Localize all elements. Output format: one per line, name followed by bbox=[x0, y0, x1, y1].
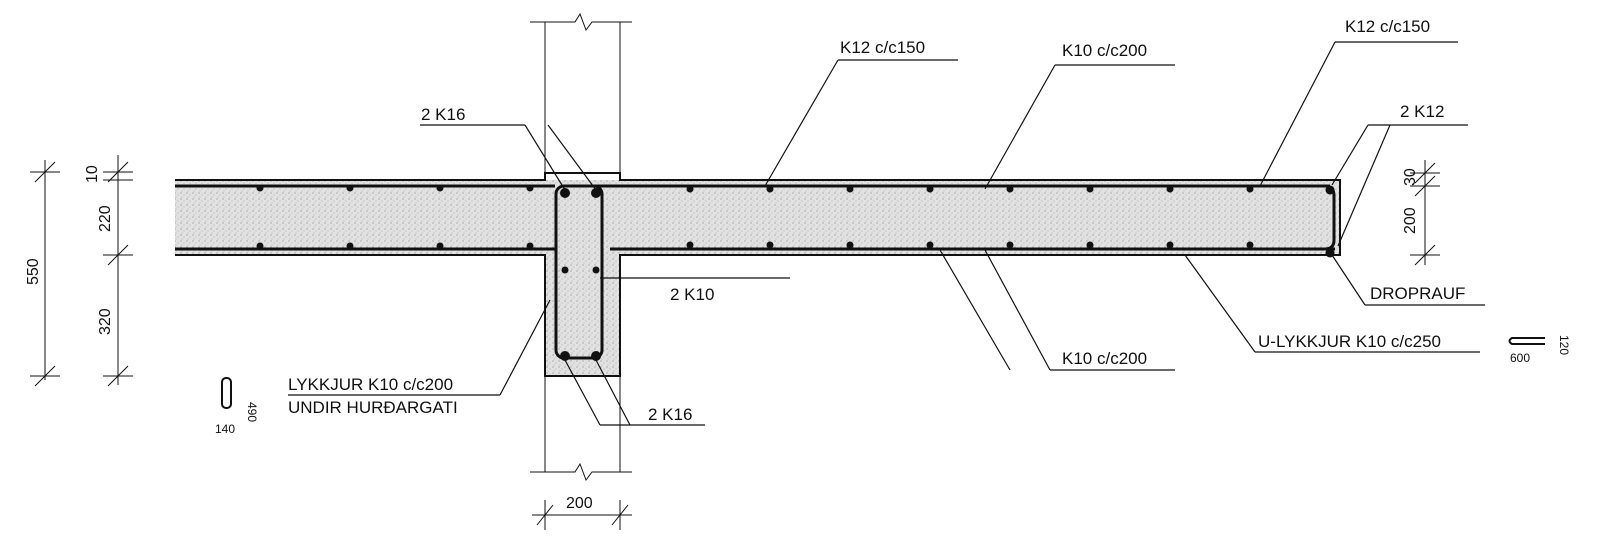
dimension-lines-left bbox=[30, 155, 133, 387]
dim-200-right: 200 bbox=[1402, 207, 1419, 234]
leader-lines bbox=[288, 41, 1485, 426]
dim-30: 30 bbox=[1402, 168, 1419, 186]
dimension-right bbox=[1410, 160, 1440, 266]
dim-140: 140 bbox=[215, 422, 235, 436]
label-2k16-top: 2 K16 bbox=[421, 105, 465, 124]
rebar-bars bbox=[175, 184, 1336, 360]
dim-10: 10 bbox=[84, 165, 101, 183]
dimension-bottom bbox=[532, 500, 632, 530]
label-2k10: 2 K10 bbox=[670, 285, 714, 304]
u-bar-symbol bbox=[1508, 337, 1545, 345]
stirrup-symbol bbox=[221, 377, 232, 409]
dim-120: 120 bbox=[1557, 335, 1571, 355]
dim-220: 220 bbox=[97, 205, 114, 232]
label-k10-cc200-top: K10 c/c200 bbox=[1062, 41, 1147, 60]
rebar-dots bbox=[256, 184, 1335, 361]
slab-concrete bbox=[175, 180, 1340, 255]
label-2k12: 2 K12 bbox=[1400, 102, 1444, 121]
dim-320: 320 bbox=[97, 308, 114, 335]
label-k12-cc150-right: K12 c/c150 bbox=[1345, 17, 1430, 36]
dim-550: 550 bbox=[25, 258, 42, 285]
label-lykkjur-line1: LYKKJUR K10 c/c200 bbox=[288, 375, 453, 394]
label-k10-cc200-bottom: K10 c/c200 bbox=[1062, 349, 1147, 368]
label-lykkjur-line2: UNDIR HURÐARGATI bbox=[288, 398, 458, 417]
dim-490: 490 bbox=[245, 402, 259, 422]
label-u-lykkjur: U-LYKKJUR K10 c/c250 bbox=[1258, 332, 1441, 351]
dim-600: 600 bbox=[1510, 351, 1530, 365]
dim-200-bottom: 200 bbox=[566, 495, 593, 512]
column-lines bbox=[530, 12, 632, 482]
label-2k16-bottom: 2 K16 bbox=[648, 405, 692, 424]
label-k12-cc150-mid: K12 c/c150 bbox=[840, 38, 925, 57]
label-dropauf: DROPRAUF bbox=[1370, 284, 1465, 303]
